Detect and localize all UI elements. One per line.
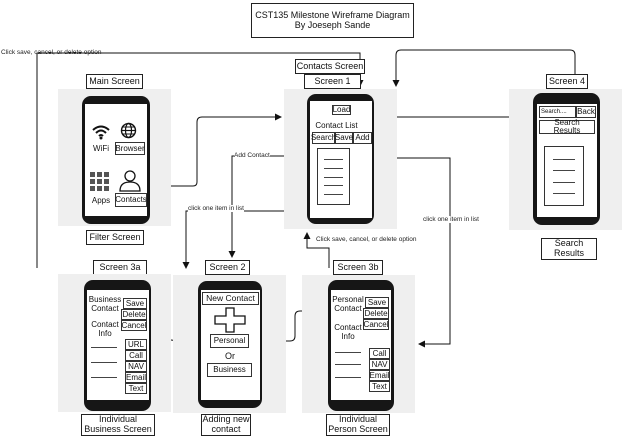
screen3b-footer: Individual Person Screen xyxy=(326,414,390,436)
screen3b-footer-line1: Individual xyxy=(338,414,378,425)
screen1-header: Screen 1 xyxy=(304,74,361,89)
person-nav-button[interactable]: NAV xyxy=(369,359,390,370)
contact-list-title: Contact List xyxy=(313,120,360,132)
or-label: Or xyxy=(225,351,235,361)
globe-icon[interactable] xyxy=(120,122,137,139)
label-click-save-mid: Click save, cancel, or delete option xyxy=(316,236,417,243)
business-button[interactable]: Business xyxy=(207,363,252,377)
personal-button[interactable]: Personal xyxy=(210,334,249,348)
title-line-2: By Joeseph Sande xyxy=(294,19,371,30)
main-screen-header: Main Screen xyxy=(86,74,143,89)
business-save-button[interactable]: Save xyxy=(123,298,147,309)
person-info-label: Contact Info xyxy=(334,323,362,342)
business-cancel-button[interactable]: Cancel xyxy=(121,320,147,331)
label-click-one-right: click one item in list xyxy=(423,216,479,223)
business-text-button[interactable]: Text xyxy=(125,383,147,394)
screen2-footer: Adding new contact xyxy=(201,414,251,436)
edge-contacts-to-screen1 xyxy=(149,113,282,187)
screen3a-header: Screen 3a xyxy=(93,260,147,275)
save-button[interactable]: Save xyxy=(334,132,354,144)
screen3a-footer-line1: Individual xyxy=(98,414,138,425)
add-button[interactable]: Add xyxy=(353,132,372,144)
load-button[interactable]: Load xyxy=(332,105,351,115)
contact-list[interactable] xyxy=(317,148,350,205)
new-contact-title: New Contact xyxy=(202,292,259,305)
edge-list-to-screen3b xyxy=(350,157,451,348)
wifi-icon[interactable] xyxy=(91,124,111,140)
edge-personal-to-screen3b xyxy=(251,307,329,342)
back-button[interactable]: Back xyxy=(576,106,596,118)
screen4-footer: Search Results xyxy=(541,238,597,260)
contacts-screen-title: Contacts Screen xyxy=(295,59,365,74)
screen4-footer-line2: Results xyxy=(553,248,584,258)
business-info-label: Contact Info xyxy=(91,320,119,339)
edge-screen3b-to-screen1 xyxy=(303,232,330,268)
edge-screen4-back xyxy=(392,49,576,88)
business-email-button[interactable]: Email xyxy=(125,372,147,383)
main-screen-footer: Filter Screen xyxy=(86,230,144,245)
apps-grid-icon[interactable] xyxy=(90,172,110,192)
screen2-footer-line2: contact xyxy=(211,424,241,434)
search-input[interactable]: Search.... xyxy=(539,106,576,118)
person-cancel-button[interactable]: Cancel xyxy=(363,319,389,330)
screen4-footer-line1: Search xyxy=(554,238,584,249)
personal-contact-label: Personal Contact xyxy=(332,295,364,314)
search-results-list[interactable] xyxy=(544,146,584,206)
title-line-1: CST135 Milestone Wireframe Diagram xyxy=(255,9,410,20)
label-click-one-left: click one item in list xyxy=(188,205,244,212)
person-email-button[interactable]: Email xyxy=(369,370,390,381)
wifi-button[interactable]: WiFi xyxy=(87,142,115,155)
browser-button[interactable]: Browser xyxy=(115,142,145,155)
screen3b-header: Screen 3b xyxy=(333,260,383,275)
edge-list-to-screen3a xyxy=(182,210,313,269)
diagram-title: CST135 Milestone Wireframe Diagram By Jo… xyxy=(251,3,414,38)
plus-icon[interactable] xyxy=(213,307,247,333)
screen4-header: Screen 4 xyxy=(546,74,588,89)
person-save-button[interactable]: Save xyxy=(365,297,389,308)
business-contact-label: Business Contact xyxy=(88,295,122,314)
screen2-footer-line1: Adding new xyxy=(202,414,250,425)
business-nav-button[interactable]: NAV xyxy=(125,361,147,372)
screen2-header: Screen 2 xyxy=(205,260,250,275)
search-results-title: Search Results xyxy=(539,119,595,135)
person-call-button[interactable]: Call xyxy=(369,348,390,359)
search-button[interactable]: Search xyxy=(310,132,337,144)
label-click-save-top: Click save, cancel, or delete option xyxy=(1,49,102,56)
business-url-button[interactable]: URL xyxy=(125,339,147,350)
screen3b-footer-line2: Person Screen xyxy=(328,424,388,434)
business-call-button[interactable]: Call xyxy=(125,350,147,361)
screen3a-footer: Individual Business Screen xyxy=(81,414,155,436)
label-add-contact: Add Contact xyxy=(234,152,270,159)
person-delete-button[interactable]: Delete xyxy=(363,308,389,319)
screen3a-footer-line2: Business Screen xyxy=(84,424,152,434)
business-delete-button[interactable]: Delete xyxy=(121,309,147,320)
apps-button[interactable]: Apps xyxy=(87,194,115,207)
person-text-button[interactable]: Text xyxy=(369,381,390,392)
person-icon[interactable] xyxy=(119,169,141,192)
contacts-button[interactable]: Contacts xyxy=(115,193,147,207)
